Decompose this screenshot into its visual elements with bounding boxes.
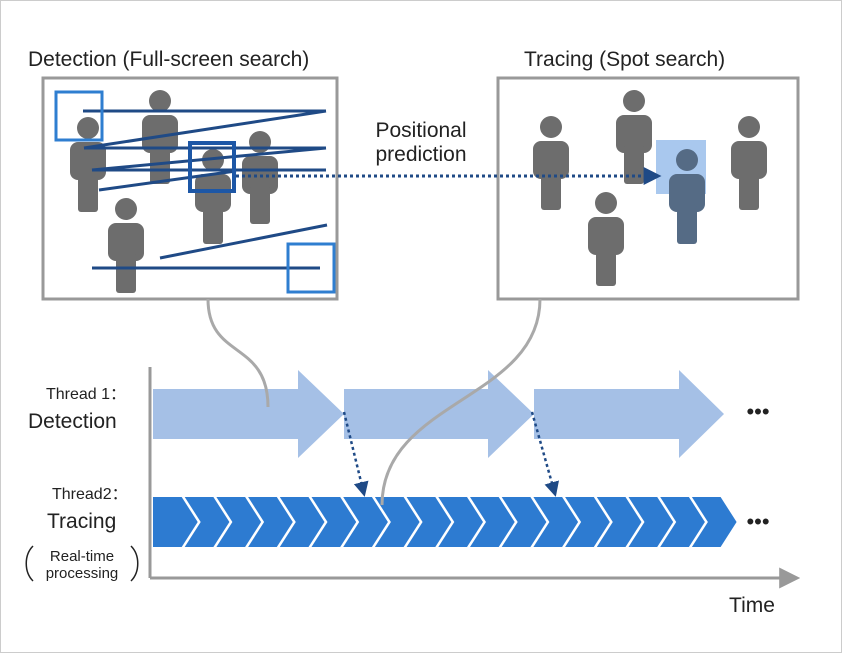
- chevron-icon: [438, 497, 483, 547]
- chevron-icon: [691, 497, 737, 547]
- person-icon: [616, 90, 652, 184]
- handoff-arrow-2: [530, 411, 559, 497]
- chevron-icon: [565, 497, 610, 547]
- thread2-note-line1: Real-time: [50, 548, 114, 565]
- handoff-arrow-1: [342, 411, 369, 497]
- detection-box-end: [286, 242, 336, 294]
- chevron-icon: [216, 497, 262, 547]
- arrow-icon: [534, 370, 724, 458]
- person-icon: [108, 198, 144, 293]
- time-axis-label: Time: [729, 594, 775, 617]
- right-bracket-icon: [130, 545, 139, 582]
- person-icon: [142, 90, 178, 184]
- detection-box-start: [54, 90, 104, 142]
- chevron-icon: [628, 497, 674, 547]
- person-icon: [588, 192, 624, 286]
- chevron-icon: [248, 497, 293, 547]
- chevron-icon: [184, 497, 230, 547]
- person-icon: [533, 116, 569, 210]
- chevron-icon: [501, 497, 547, 547]
- detection-panel: [41, 76, 339, 301]
- chevron-icon: [660, 497, 705, 547]
- prediction-label-line2: prediction: [375, 143, 466, 166]
- tracing-panel-title: Tracing (Spot search): [524, 48, 725, 71]
- chevron-icon: [596, 497, 642, 547]
- thread1-ellipsis: •••: [746, 399, 769, 424]
- thread2-chevrons: [153, 497, 737, 547]
- thread2-note-line2: processing: [46, 565, 119, 582]
- chevron-icon: [406, 497, 452, 547]
- person-icon: [669, 149, 705, 244]
- left-bracket-icon: [25, 545, 34, 582]
- chevron-icon: [343, 497, 388, 547]
- chevron-icon: [311, 497, 357, 547]
- chevron-icon: [279, 497, 325, 547]
- chevron-icon: [153, 497, 198, 547]
- detection-panel-title: Detection (Full-screen search): [28, 48, 309, 71]
- detection-connector: [206, 298, 270, 408]
- thread2-name: Thread2：: [52, 486, 128, 503]
- detection-box-target: [188, 141, 236, 193]
- thread1-role: Detection: [28, 410, 117, 433]
- chevron-icon: [533, 497, 579, 547]
- arrow-icon: [153, 370, 344, 458]
- thread2-role: Tracing: [47, 510, 116, 533]
- person-icon: [731, 116, 767, 210]
- prediction-label-line1: Positional: [375, 119, 466, 142]
- thread1-name: Thread 1：: [46, 386, 126, 403]
- tracing-connector: [380, 298, 542, 506]
- scan-lines: [83, 109, 328, 270]
- chevron-icon: [374, 497, 420, 547]
- thread1-arrows: [153, 370, 724, 458]
- thread2-ellipsis: •••: [746, 509, 769, 534]
- chevron-icon: [470, 497, 515, 547]
- tracing-panel: [496, 76, 800, 301]
